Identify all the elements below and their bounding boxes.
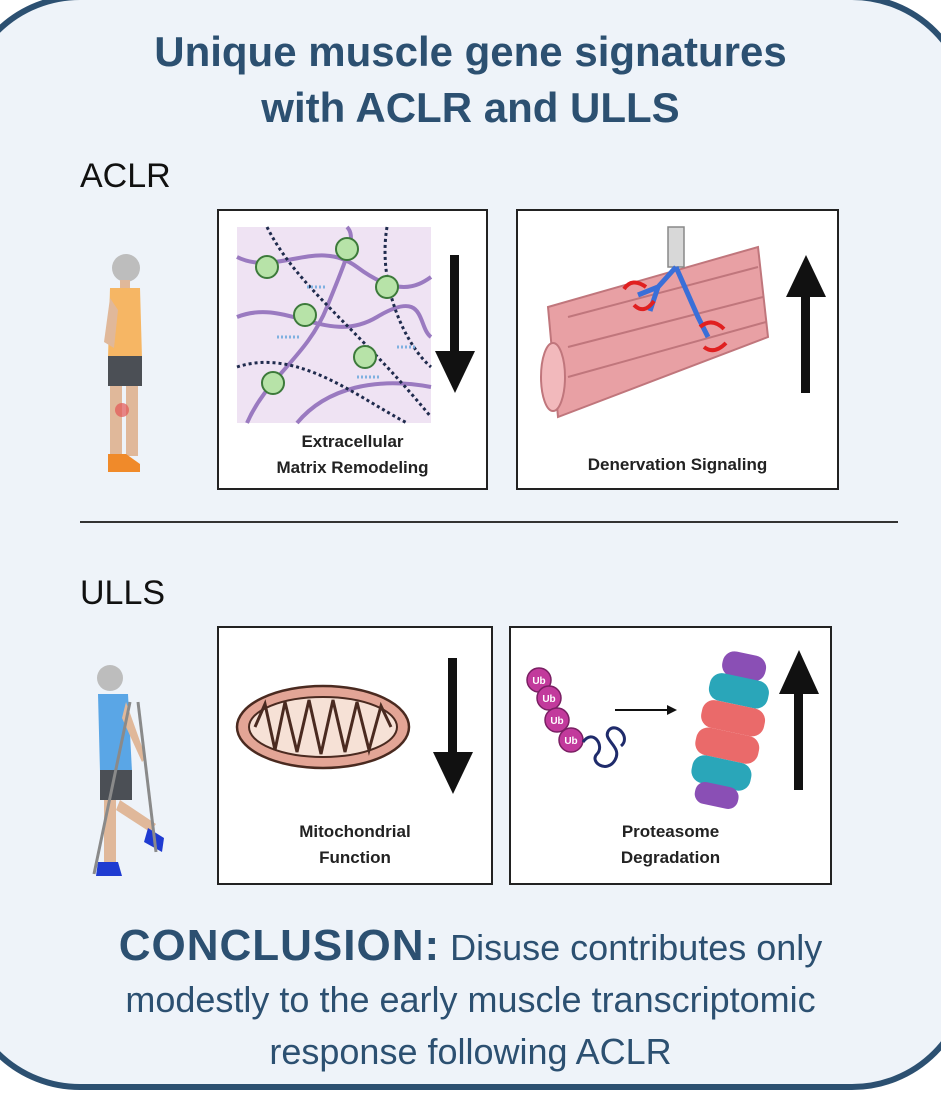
ubiquitin-label: Ub [532,676,545,687]
ubiquitin-label: Ub [542,694,555,705]
person-on-crutches-icon [92,665,164,876]
ubiquitin-label: Ub [550,716,563,727]
section-divider [80,521,898,523]
panel-extracellular-matrix: Extracellular Matrix Remodeling [217,209,488,490]
mitochondrion-icon [235,684,411,770]
label-line-1: Mitochondrial [299,822,411,841]
label-line-2: Matrix Remodeling [276,458,429,477]
conclusion-heading: CONCLUSION: [118,921,441,970]
label-line-1: Proteasome [621,822,720,841]
arrow-up-icon [786,255,826,393]
label-line-2: Function [319,848,391,867]
ubiquitin-label: Ub [564,736,577,747]
conclusion-text-line-3: response following ACLR [269,1031,672,1072]
title-line-2: with ACLR and ULLS [261,84,680,131]
extracellular-matrix-illustration [236,225,433,425]
label-line-1: Extracellular [301,432,404,451]
arrow-down-icon [433,658,473,794]
panel-denervation: Denervation Signaling [516,209,839,490]
conclusion-line-1: CONCLUSION: Disuse contributes only [20,920,921,974]
title-line-1: Unique muscle gene signatures [154,28,787,75]
conclusion-text-line-1: Disuse contributes only [440,927,823,968]
figure-title: Unique muscle gene signatures with ACLR … [0,24,941,136]
panel-label-extracellular: Extracellular Matrix Remodeling [219,429,486,481]
denervated-muscle-illustration [540,226,770,419]
section-label-aclr: ACLR [80,157,171,195]
panel-mitochondrial: Mitochondrial Function [217,626,493,885]
panel-proteasome: Ub Ub Ub Ub Proteasome Degradation [509,626,832,885]
conclusion-text: CONCLUSION: Disuse contributes only mode… [20,920,921,1078]
arrow-up-icon [779,650,819,790]
panel-label-mitochondrial: Mitochondrial Function [219,819,491,871]
label-line-2: Degradation [620,848,721,867]
panel-label-proteasome: Proteasome Degradation [511,819,830,871]
arrow-down-icon [435,255,475,393]
standing-person-icon [104,254,142,472]
section-label-ulls: ULLS [80,574,166,612]
panel-label-denervation: Denervation Signaling [587,455,768,474]
ubiquitin-proteasome-illustration: Ub Ub Ub Ub [526,651,769,809]
conclusion-text-line-2: modestly to the early muscle transcripto… [125,979,816,1020]
